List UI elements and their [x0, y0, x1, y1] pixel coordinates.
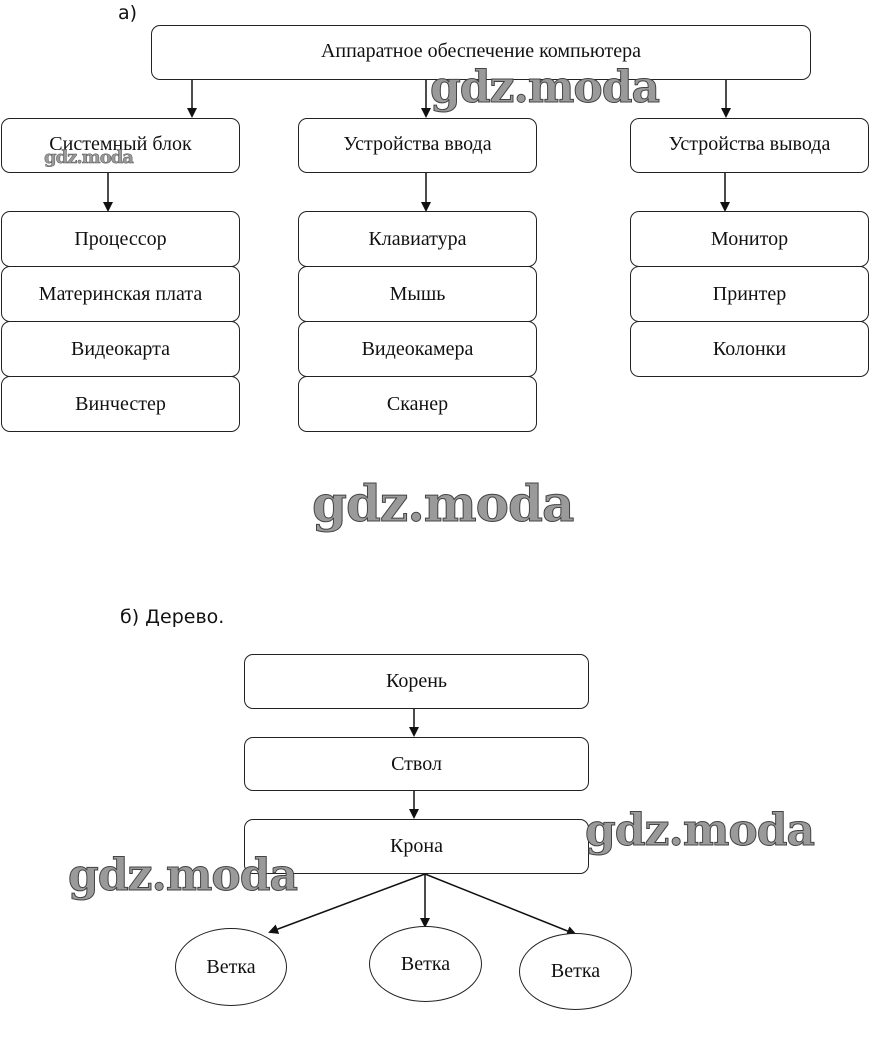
item-node: Монитор [630, 211, 869, 267]
item-node: Видеокамера [298, 321, 537, 377]
item-node: Материнская плата [1, 266, 240, 322]
item-node: Сканер [298, 376, 537, 432]
tree-node-crown: Крона [244, 819, 589, 874]
group-node-input-devices: Устройства ввода [298, 118, 537, 173]
root-node: Аппаратное обеспечение компьютера [151, 25, 811, 80]
item-node: Мышь [298, 266, 537, 322]
tree-node-branch: Ветка [175, 928, 287, 1006]
item-node: Видеокарта [1, 321, 240, 377]
item-node: Процессор [1, 211, 240, 267]
arrow-crown-to-branch-3 [424, 873, 577, 936]
tree-node-root: Корень [244, 654, 589, 709]
item-node: Клавиатура [298, 211, 537, 267]
section-a-label: а) [118, 2, 138, 24]
item-node: Колонки [630, 321, 869, 377]
item-node: Принтер [630, 266, 869, 322]
tree-node-branch: Ветка [519, 933, 632, 1010]
arrow-crown-to-branch-1 [268, 873, 426, 934]
section-b-label: б) Дерево. [120, 606, 225, 628]
item-node: Винчестер [1, 376, 240, 432]
tree-node-branch: Ветка [369, 926, 482, 1002]
group-node-output-devices: Устройства вывода [630, 118, 869, 173]
tree-node-trunk: Ствол [244, 737, 589, 791]
group-node-system-unit: Системный блок [1, 118, 240, 173]
